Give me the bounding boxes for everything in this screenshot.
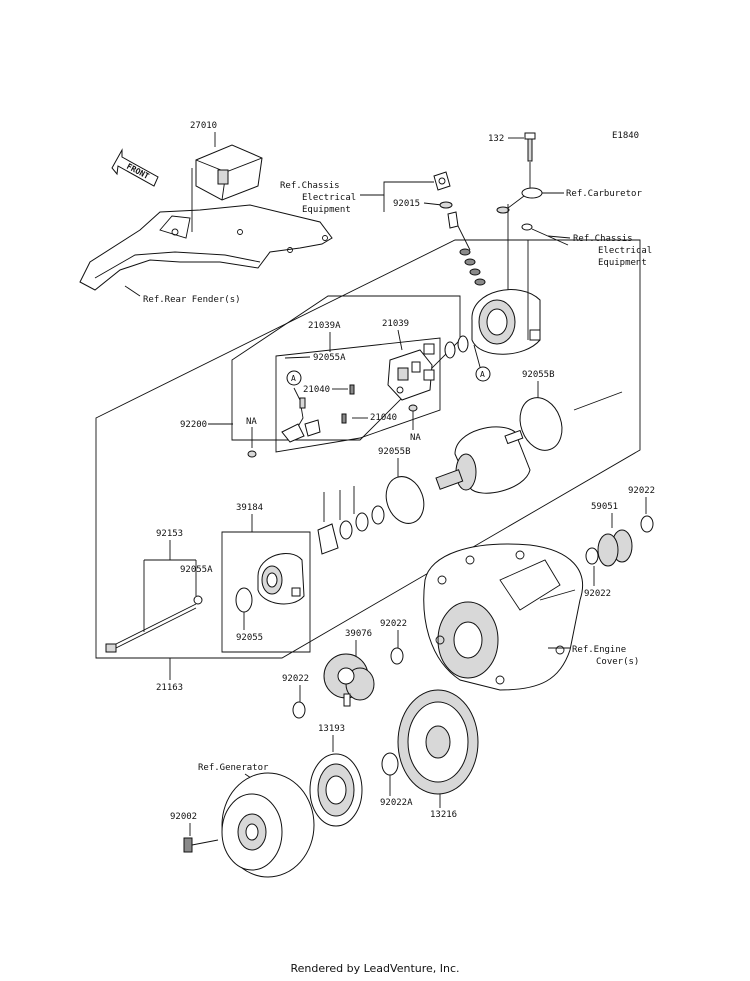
- o-ring-small-icon: [193, 595, 203, 605]
- starter-clutch-gear-13216-icon: [397, 689, 479, 795]
- label-92015: 92015: [393, 199, 420, 209]
- motor-rear-cover-icon: [471, 289, 541, 355]
- marker-a-icon: [475, 366, 491, 382]
- washer-icon: [381, 752, 399, 776]
- label-ref-chassis-1-line1: Ref.Chassis: [280, 181, 340, 191]
- label-21040-b: 21040: [370, 413, 397, 423]
- end-cover-icon: [257, 552, 305, 605]
- svg-text:A: A: [480, 370, 485, 379]
- label-ref-chassis-2-line2: Electrical: [598, 246, 652, 256]
- label-21040-a: 21040: [303, 385, 330, 395]
- reduction-gear-39076-icon: [323, 653, 375, 707]
- label-92022-d: 92022: [282, 674, 309, 684]
- rear-fender-icon: [79, 204, 333, 291]
- screw-icon: [408, 404, 418, 430]
- label-92022A: 92022A: [380, 798, 413, 808]
- long-bolt-icon: [105, 603, 197, 653]
- label-92055A-left: 92055A: [180, 565, 213, 575]
- brush-holder-plate-icon: [387, 349, 433, 401]
- front-arrow-icon: FRONT: [111, 148, 159, 187]
- label-ref-chassis-1-line3: Equipment: [302, 205, 351, 215]
- label-ref-chassis-1-line2: Electrical: [302, 193, 356, 203]
- label-92022-c: 92022: [380, 619, 407, 629]
- label-92022-b: 92022: [584, 589, 611, 599]
- idler-gear-59051-icon: [597, 529, 633, 567]
- washer-icon: [640, 515, 654, 533]
- brush-icon: [349, 384, 355, 395]
- engine-cover-icon: [423, 543, 584, 691]
- assembly-frame-outer: [95, 239, 641, 659]
- label-21039A: 21039A: [308, 321, 341, 331]
- svg-text:FRONT: FRONT: [125, 162, 151, 181]
- label-ref-chassis-2-line1: Ref.Chassis: [573, 234, 633, 244]
- label-na-right: NA: [410, 433, 421, 443]
- washer-icon: [390, 647, 404, 665]
- washer-icon: [292, 701, 306, 719]
- o-ring-icon: [235, 587, 253, 613]
- label-92022-a: 92022: [628, 486, 655, 496]
- footer-credit: Rendered by LeadVenture, Inc.: [290, 962, 460, 975]
- label-21163: 21163: [156, 683, 183, 693]
- terminal-block-icon: [423, 343, 435, 355]
- label-ref-generator: Ref.Generator: [198, 763, 269, 773]
- washer-icon: [585, 547, 599, 565]
- label-13193: 13193: [318, 724, 345, 734]
- label-92153: 92153: [156, 529, 183, 539]
- bolt-132-icon: [524, 132, 536, 162]
- label-ref-carburetor: Ref.Carburetor: [566, 189, 642, 199]
- label-92055A-top: 92055A: [313, 353, 346, 363]
- label-21039: 21039: [382, 319, 409, 329]
- terminal-cap-icon: [433, 171, 451, 191]
- end-cover-frame: [221, 531, 311, 653]
- label-92002: 92002: [170, 812, 197, 822]
- brush-icon: [341, 413, 347, 424]
- label-ref-engine-cover-line1: Ref.Engine: [572, 645, 626, 655]
- label-132: 132: [488, 134, 504, 144]
- washer-stack-icon: [317, 505, 385, 555]
- label-92055B-right: 92055B: [522, 370, 555, 380]
- relay-27010-icon: [195, 144, 263, 201]
- terminal-block-icon: [423, 369, 435, 381]
- screw-icon: [247, 450, 257, 458]
- label-92200: 92200: [180, 420, 207, 430]
- washer-icon: [457, 335, 469, 353]
- brush-kit-subframe: [275, 337, 441, 453]
- diagram-code: E1840: [612, 131, 639, 141]
- rotor-bolt-icon: [183, 837, 219, 853]
- label-92055B-mid: 92055B: [378, 447, 411, 457]
- label-39076: 39076: [345, 629, 372, 639]
- label-13216: 13216: [430, 810, 457, 820]
- ground-lead-icon: [521, 223, 569, 246]
- label-92055: 92055: [236, 633, 263, 643]
- label-39184: 39184: [236, 503, 263, 513]
- svg-text:A: A: [291, 374, 296, 383]
- label-59051: 59051: [591, 502, 618, 512]
- label-ref-rear-fender: Ref.Rear Fender(s): [143, 295, 241, 305]
- washer-icon: [444, 341, 456, 359]
- o-ring-icon: [385, 476, 425, 524]
- label-na-left: NA: [246, 417, 257, 427]
- spring-stack-icon: [459, 248, 486, 286]
- brush-lead-icon: [281, 387, 321, 443]
- one-way-clutch-13193-icon: [309, 753, 363, 827]
- label-ref-engine-cover-line2: Cover(s): [596, 657, 639, 667]
- label-27010: 27010: [190, 121, 217, 131]
- o-ring-icon: [519, 397, 563, 451]
- marker-a-icon: [286, 370, 302, 386]
- label-ref-chassis-2-line3: Equipment: [598, 258, 647, 268]
- armature-icon: [435, 426, 531, 494]
- cable-loop-icon: [496, 187, 543, 214]
- nut-92015-icon: [439, 201, 453, 209]
- terminal-pin-icon: [447, 211, 471, 251]
- generator-rotor-icon: [221, 772, 315, 878]
